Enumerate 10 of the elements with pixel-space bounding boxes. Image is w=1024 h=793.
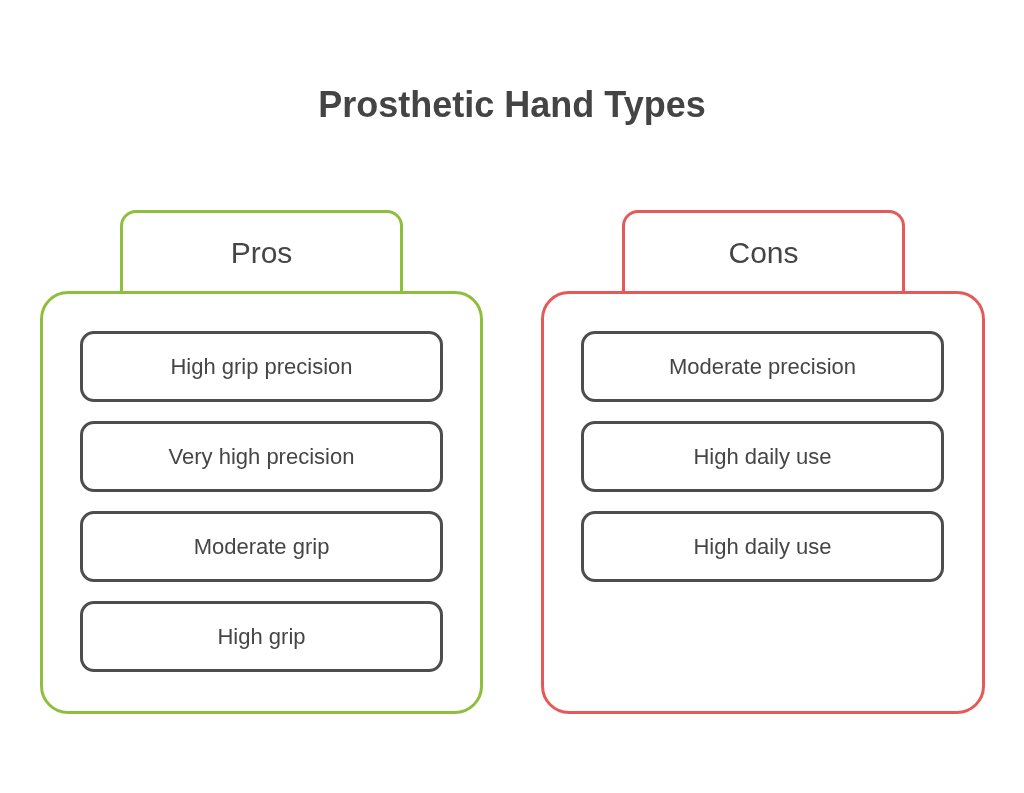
title: Prosthetic Hand Types — [317, 83, 707, 127]
list-item: High grip precision — [80, 331, 443, 402]
list-item: High daily use — [581, 511, 944, 582]
header-tab: Pros — [120, 210, 403, 291]
list-item: Moderate grip — [80, 511, 443, 582]
list-item: Moderate precision — [581, 331, 944, 402]
header-tab: Cons — [622, 210, 905, 291]
list-item: High grip — [80, 601, 443, 672]
list-item: Very high precision — [80, 421, 443, 492]
list-item: High daily use — [581, 421, 944, 492]
